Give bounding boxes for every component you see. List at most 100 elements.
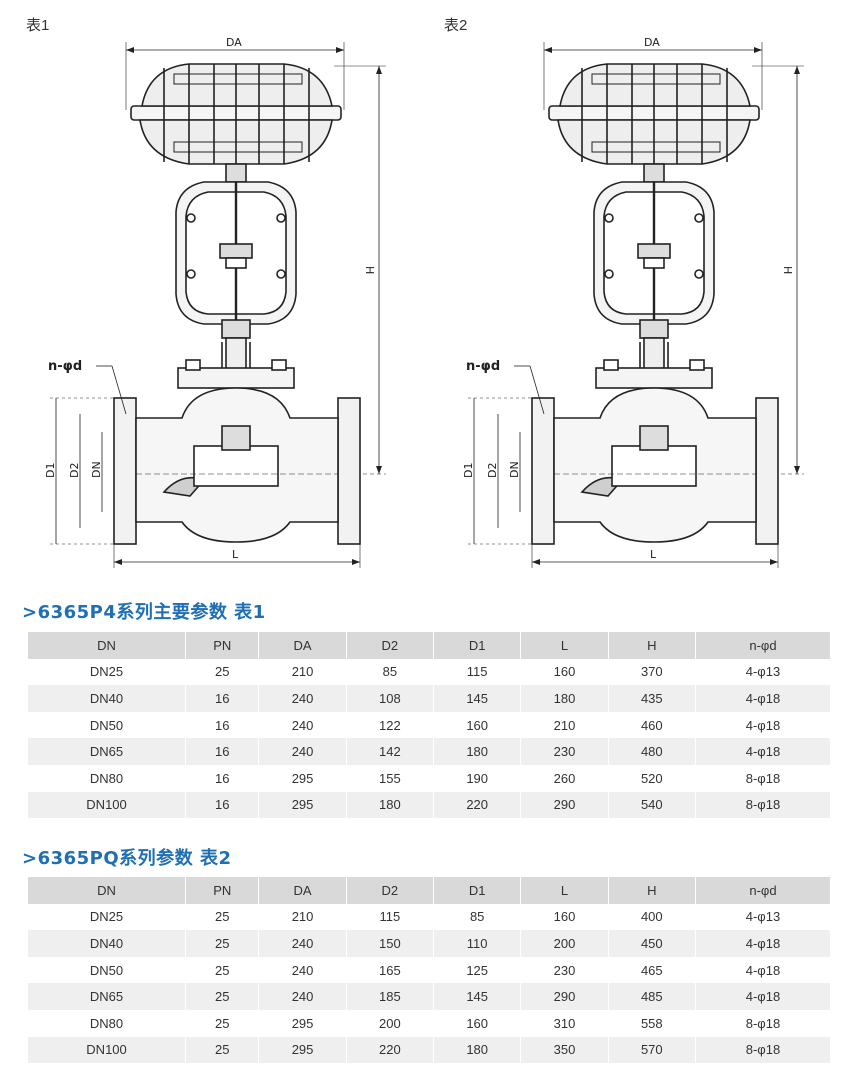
dimension-label-l: L xyxy=(232,548,239,561)
dimension-label-da: DA xyxy=(226,36,242,49)
column-header: DN xyxy=(28,632,186,659)
table-cell: 540 xyxy=(607,791,696,819)
table-cell: 160 xyxy=(520,658,609,686)
table-cell: DN50 xyxy=(28,711,186,739)
table-cell: 190 xyxy=(433,764,521,792)
table-cell: 115 xyxy=(345,903,434,931)
table-cell: 16 xyxy=(185,764,259,792)
table-cell: DN80 xyxy=(28,1009,186,1037)
table-cell: 155 xyxy=(345,764,434,792)
table-cell: 180 xyxy=(520,685,609,712)
table-cell: 310 xyxy=(520,1009,609,1037)
column-header: H xyxy=(607,877,696,904)
table-cell: 4-φ13 xyxy=(694,903,830,931)
table-1-title: >6365P4系列主要参数 表1 xyxy=(22,602,266,623)
table-cell: 122 xyxy=(345,711,434,739)
table-cell: 4-φ18 xyxy=(694,738,830,765)
table-cell: 108 xyxy=(345,685,434,712)
table-cell: 4-φ18 xyxy=(694,711,830,739)
table-cell: 4-φ18 xyxy=(694,956,830,984)
table-cell: 180 xyxy=(433,738,521,765)
table-cell: DN65 xyxy=(28,983,186,1010)
table-cell: 4-φ18 xyxy=(694,983,830,1010)
table-cell: DN100 xyxy=(28,791,186,819)
table-cell: 450 xyxy=(607,930,696,957)
table-cell: DN50 xyxy=(28,956,186,984)
table-cell: 145 xyxy=(433,685,521,712)
dimension-label-l: L xyxy=(650,548,657,561)
table-cell: 210 xyxy=(258,903,347,931)
figure-2-label: 表2 xyxy=(444,17,468,34)
table-cell: 558 xyxy=(607,1009,696,1037)
table-cell: 240 xyxy=(258,956,347,984)
table-cell: 160 xyxy=(433,1009,521,1037)
dimension-label-bolt: n-φd xyxy=(466,359,500,374)
column-header: DN xyxy=(28,877,186,904)
table-cell: 240 xyxy=(258,983,347,1010)
table-cell: 8-φ18 xyxy=(694,1036,830,1064)
table-cell: 210 xyxy=(520,711,609,739)
dimension-label-bolt: n-φd xyxy=(48,359,82,374)
table-cell: 16 xyxy=(185,711,259,739)
table-cell: 520 xyxy=(607,764,696,792)
table-cell: 240 xyxy=(258,930,347,957)
table-cell: 220 xyxy=(433,791,521,819)
table-cell: 180 xyxy=(345,791,434,819)
valve-drawing-1: DA H L D1 D2 DN n- xyxy=(14,22,414,574)
table-cell: 145 xyxy=(433,983,521,1010)
table-cell: 160 xyxy=(433,711,521,739)
table-cell: 290 xyxy=(520,983,609,1010)
column-header: D2 xyxy=(345,877,434,904)
table-cell: 16 xyxy=(185,791,259,819)
valve-drawing-2: DA H L D1 D2 DN n- xyxy=(432,22,832,574)
dimension-label-h: H xyxy=(363,266,376,274)
column-header: n-φd xyxy=(694,632,830,659)
table-cell: 485 xyxy=(607,983,696,1010)
table-cell: 8-φ18 xyxy=(694,791,830,819)
column-header: D2 xyxy=(345,632,434,659)
table-cell: 110 xyxy=(433,930,521,957)
column-header: D1 xyxy=(433,877,521,904)
table-cell: 240 xyxy=(258,738,347,765)
table-cell: 370 xyxy=(607,658,696,686)
table-cell: DN25 xyxy=(28,903,186,931)
table-cell: 290 xyxy=(520,791,609,819)
table-cell: DN80 xyxy=(28,764,186,792)
table-cell: 220 xyxy=(345,1036,434,1064)
table-2-title: >6365PQ系列参数 表2 xyxy=(22,848,232,869)
column-header: H xyxy=(607,632,696,659)
table-cell: 295 xyxy=(258,1036,347,1064)
table-cell: DN40 xyxy=(28,930,186,957)
dimension-label-dn: DN xyxy=(508,461,521,478)
table-cell: 25 xyxy=(185,1009,259,1037)
column-header: n-φd xyxy=(694,877,830,904)
table-cell: 25 xyxy=(185,956,259,984)
table-cell: 4-φ18 xyxy=(694,930,830,957)
table-cell: DN65 xyxy=(28,738,186,765)
table-cell: 25 xyxy=(185,658,259,686)
table-cell: 435 xyxy=(607,685,696,712)
table-cell: 185 xyxy=(345,983,434,1010)
table-cell: 125 xyxy=(433,956,521,984)
table-cell: 142 xyxy=(345,738,434,765)
table-cell: 230 xyxy=(520,956,609,984)
table-cell: 295 xyxy=(258,791,347,819)
table-cell: 295 xyxy=(258,764,347,792)
table-cell: 4-φ18 xyxy=(694,685,830,712)
table-cell: 260 xyxy=(520,764,609,792)
table-cell: 85 xyxy=(345,658,434,686)
table-cell: 150 xyxy=(345,930,434,957)
table-cell: 25 xyxy=(185,930,259,957)
column-header: PN xyxy=(185,632,259,659)
table-cell: 400 xyxy=(607,903,696,931)
